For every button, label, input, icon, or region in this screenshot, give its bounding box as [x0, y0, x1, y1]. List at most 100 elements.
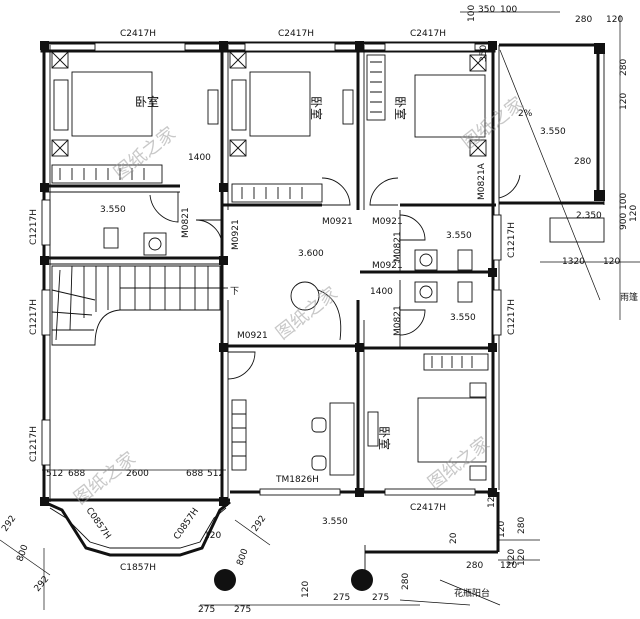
door-label: M0821 — [181, 207, 191, 238]
window-label: C1857H — [120, 563, 156, 573]
dim-label: 120 — [606, 15, 623, 25]
door-label: M0921 — [372, 217, 403, 227]
dim-label: 275 — [372, 593, 389, 603]
dim-label: 280 — [401, 573, 411, 590]
dim-label: 292 — [250, 514, 268, 534]
dim-label: 688 — [68, 469, 85, 479]
dim-label: 275 — [234, 605, 251, 615]
dim-label: 280 — [619, 59, 629, 76]
dim-label: 120 — [603, 257, 620, 267]
bay-window — [43, 500, 231, 557]
window-label: C0857H — [84, 506, 113, 541]
dim-label: 100 — [467, 5, 477, 22]
columns — [40, 41, 605, 591]
wardrobe-1 — [51, 164, 163, 184]
bed-4 — [417, 397, 487, 463]
bed-1 — [71, 71, 153, 137]
dim-label: 1320 — [562, 257, 585, 267]
dim-label: 900 — [619, 213, 629, 230]
window-label: C1217H — [29, 299, 39, 335]
level-label: 2.350 — [576, 211, 602, 221]
watermark: 图纸之家 — [272, 283, 342, 344]
dim-label: 120 — [301, 581, 311, 598]
stair-down-label: 下 — [230, 287, 239, 297]
window-label: C2417H — [410, 503, 446, 513]
slope-label: 2% — [518, 109, 533, 119]
window-label: C1217H — [29, 426, 39, 462]
annotation-balcony: 花瓶阳台 — [454, 587, 490, 599]
door-label: M0821A — [477, 162, 487, 200]
level-label: 3.550 — [446, 231, 472, 241]
dim-label: 20 — [449, 532, 459, 544]
dim-label: 120 — [619, 93, 629, 110]
level-label: 3.550 — [450, 313, 476, 323]
staircase — [51, 265, 228, 346]
dim-label: 350 — [479, 45, 489, 62]
window-label: C0857H — [172, 507, 201, 542]
dim-label: 120 — [204, 531, 221, 541]
level-label: 3.550 — [100, 205, 126, 215]
sink-left — [143, 232, 167, 256]
windows — [41, 42, 502, 496]
dim-label: 280 — [466, 561, 483, 571]
dim-label: 512 — [207, 469, 224, 479]
room-label: 卧室 — [377, 426, 392, 450]
dim-label: 292 — [33, 574, 52, 594]
dim-label: 280 — [574, 157, 591, 167]
window-label: C2417H — [278, 29, 314, 39]
dim-label: 1400 — [188, 153, 211, 163]
dim-label: 275 — [333, 593, 350, 603]
room-label: 卧室 — [309, 96, 324, 120]
door-label: M0921 — [372, 261, 403, 271]
walls — [40, 41, 605, 570]
bookshelf — [231, 399, 247, 471]
dim-label: 120 — [507, 549, 517, 566]
dim-label: 120 — [487, 491, 497, 508]
dim-label: 100 — [619, 193, 629, 210]
door-swings — [149, 170, 521, 380]
door-label: M0921 — [322, 217, 353, 227]
furniture — [51, 51, 489, 481]
bed-3 — [414, 74, 486, 138]
dim-label: 120 — [500, 561, 517, 571]
wardrobe-3 — [366, 54, 386, 121]
dim-label: 275 — [198, 605, 215, 615]
dim-label: 120 — [497, 521, 507, 538]
dim-label: 512 — [46, 469, 63, 479]
toilet-left — [103, 227, 119, 249]
dim-label: 280 — [517, 517, 527, 534]
level-label: 3.550 — [540, 127, 566, 137]
dimension-lines — [0, 11, 640, 610]
wardrobe-4 — [423, 353, 489, 371]
dim-label: 100 — [500, 5, 517, 15]
dim-label: 688 — [186, 469, 203, 479]
dim-label: 2600 — [126, 469, 149, 479]
dim-label: 280 — [575, 15, 592, 25]
wardrobe-2 — [231, 183, 323, 203]
bed-2 — [249, 71, 311, 137]
window-label: C1217H — [29, 209, 39, 245]
room-label: 卧室 — [135, 94, 159, 109]
window-label: C1217H — [507, 222, 517, 258]
window-label: C1217H — [507, 299, 517, 335]
window-label: TM1826H — [275, 475, 319, 485]
dim-label: 292 — [0, 514, 18, 534]
dim-label: 1400 — [370, 287, 393, 297]
round-column-left — [214, 569, 236, 591]
dim-label: 350 — [478, 5, 495, 15]
level-label: 3.550 — [322, 517, 348, 527]
door-label: M0921 — [231, 219, 241, 250]
window-label: C2417H — [120, 29, 156, 39]
room-label: 卧室 — [393, 96, 408, 120]
door-label: M0921 — [237, 331, 268, 341]
dim-label: 120 — [517, 549, 527, 566]
level-label: 3.600 — [298, 249, 324, 259]
annotation-canopy: 雨篷 — [620, 291, 638, 303]
window-label: C2417H — [410, 29, 446, 39]
round-column-right — [351, 569, 373, 591]
dim-label: 800 — [235, 547, 250, 567]
desk — [329, 402, 355, 476]
dim-label: 120 — [629, 205, 639, 222]
door-label: M0821 — [393, 231, 403, 262]
